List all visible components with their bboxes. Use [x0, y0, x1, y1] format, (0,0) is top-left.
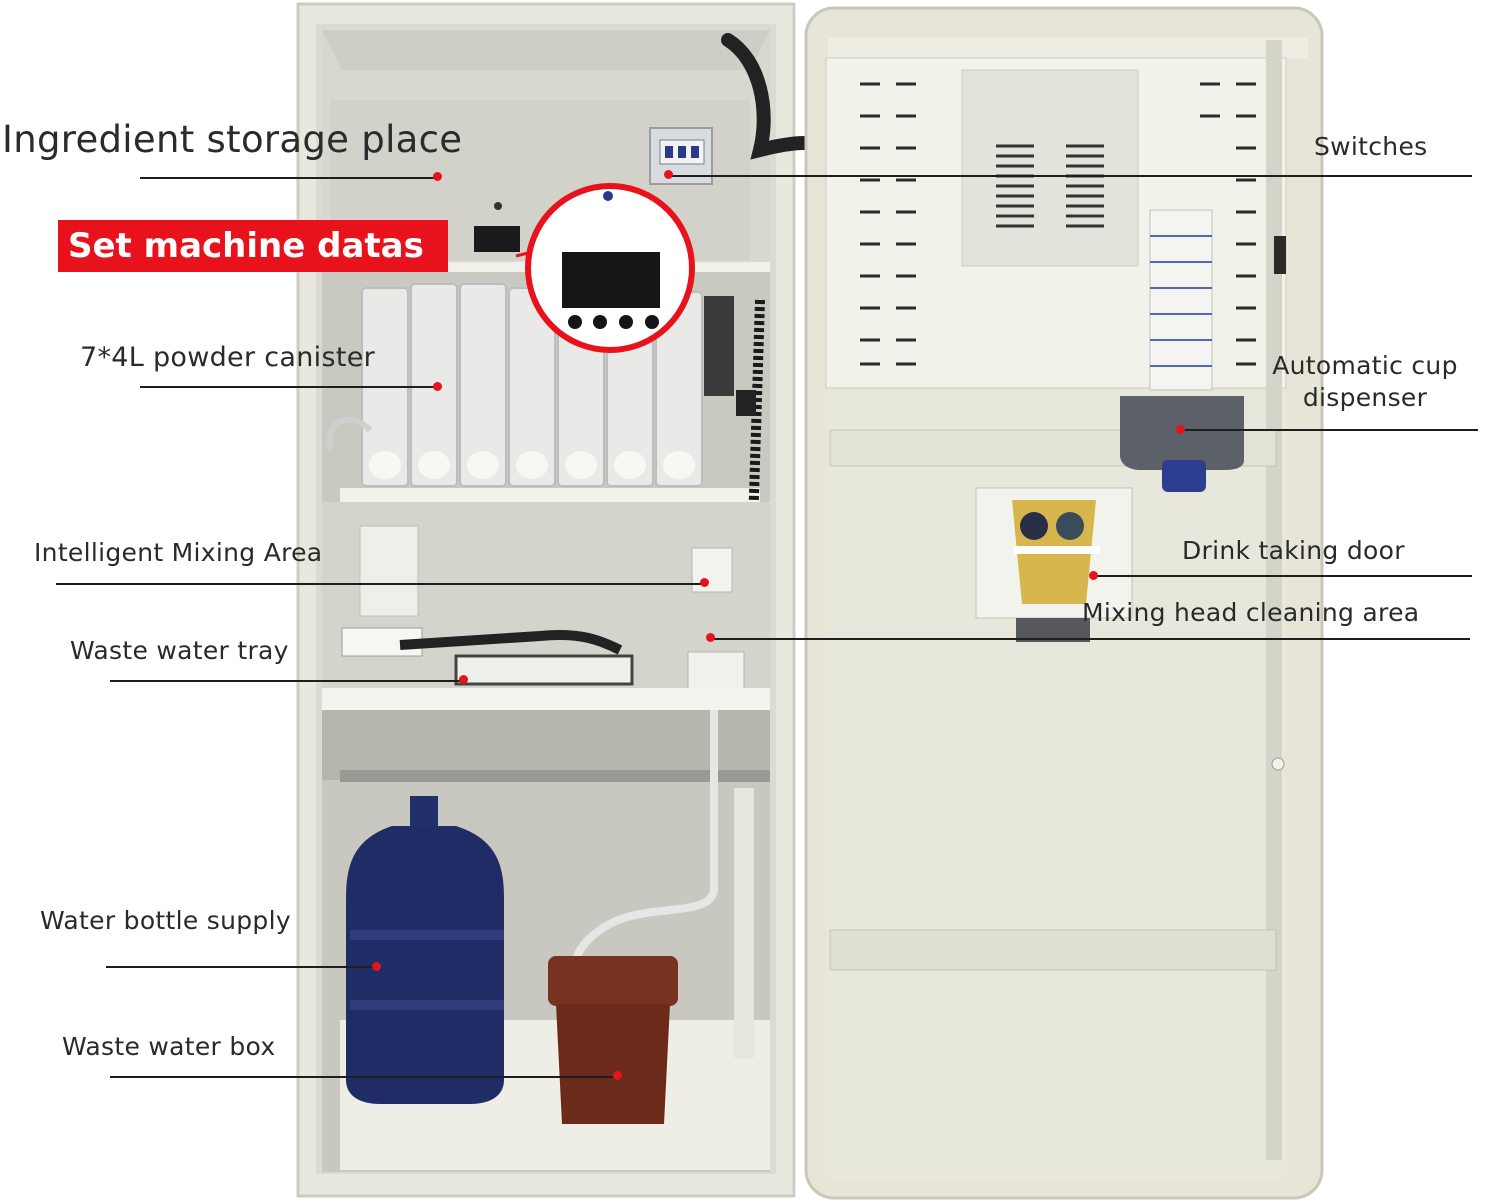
- leader-switches: [668, 175, 1472, 177]
- powder-canisters: [361, 283, 703, 487]
- label-cup-dispenser-line1: Automatic cup: [1272, 351, 1458, 380]
- leader-drink-door: [1094, 575, 1472, 577]
- display-zoom-circle: [515, 183, 695, 353]
- label-water-bottle: Water bottle supply: [40, 906, 291, 935]
- marker-ingredient-storage: [433, 172, 442, 181]
- drink-door: [975, 487, 1133, 642]
- label-powder-canister: 7*4L powder canister: [80, 342, 376, 373]
- marker-water-bottle: [372, 962, 381, 971]
- leader-ingredient-storage: [140, 177, 438, 179]
- marker-powder-canister: [433, 382, 442, 391]
- leader-water-bottle: [106, 966, 376, 968]
- marker-drink-door: [1089, 571, 1098, 580]
- label-waste-water-tray: Waste water tray: [70, 636, 289, 665]
- vent-slots: [860, 82, 1256, 366]
- waste-water-box: [548, 956, 678, 1124]
- leader-mixing-head-cleaning: [712, 638, 1470, 640]
- label-cup-dispenser: Automatic cup dispenser: [1258, 350, 1472, 414]
- label-drink-door: Drink taking door: [1182, 536, 1405, 565]
- mixing-area: [322, 502, 770, 710]
- water-bottle: [346, 796, 504, 1104]
- marker-waste-water-tray: [459, 675, 468, 684]
- marker-mixing-head-cleaning: [706, 633, 715, 642]
- label-waste-water-box: Waste water box: [62, 1032, 276, 1061]
- leader-powder-canister: [140, 386, 438, 388]
- label-mixing-head-cleaning: Mixing head cleaning area: [1082, 598, 1420, 627]
- marker-waste-water-box: [613, 1071, 622, 1080]
- label-cup-dispenser-line2: dispenser: [1302, 383, 1428, 412]
- label-ingredient-storage: Ingredient storage place: [2, 118, 463, 161]
- marker-switches: [664, 170, 673, 179]
- set-machine-datas-callout: Set machine datas: [58, 220, 448, 272]
- switch-box: [649, 127, 713, 185]
- marker-mixing-area: [700, 578, 709, 587]
- leader-mixing-area: [56, 583, 708, 585]
- label-mixing-area: Intelligent Mixing Area: [34, 538, 323, 567]
- leader-waste-water-box: [110, 1076, 620, 1078]
- marker-cup-dispenser: [1176, 425, 1185, 434]
- label-switches: Switches: [1314, 132, 1428, 161]
- leader-cup-dispenser: [1182, 429, 1478, 431]
- leader-waste-water-tray: [110, 680, 466, 682]
